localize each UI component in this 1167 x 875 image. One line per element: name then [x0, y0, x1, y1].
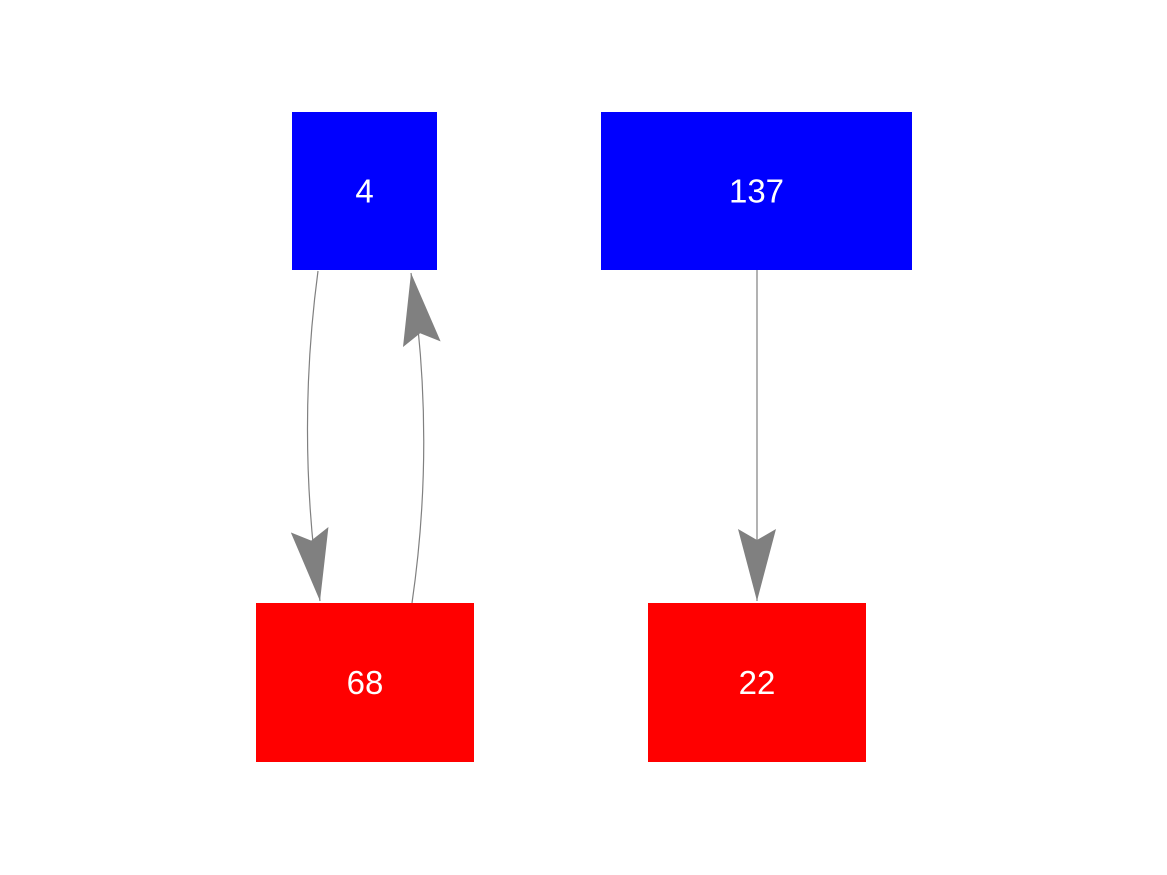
- node-4-rect: [292, 112, 437, 270]
- node-137-rect: [601, 112, 912, 270]
- node-22-rect: [648, 603, 866, 762]
- node-137: 137: [601, 112, 912, 270]
- node-68-label: 68: [347, 664, 384, 701]
- node-4-label: 4: [355, 173, 373, 210]
- nodes-layer: 4 137 68 22: [256, 112, 912, 762]
- edge-68-to-4: [402, 272, 441, 604]
- edge-4-to-68: [290, 270, 329, 602]
- edges-layer: [290, 270, 776, 604]
- node-68-rect: [256, 603, 474, 762]
- node-4: 4: [292, 112, 437, 270]
- node-22-label: 22: [739, 664, 776, 701]
- node-68: 68: [256, 603, 474, 762]
- node-22: 22: [648, 603, 866, 762]
- node-137-label: 137: [729, 173, 784, 210]
